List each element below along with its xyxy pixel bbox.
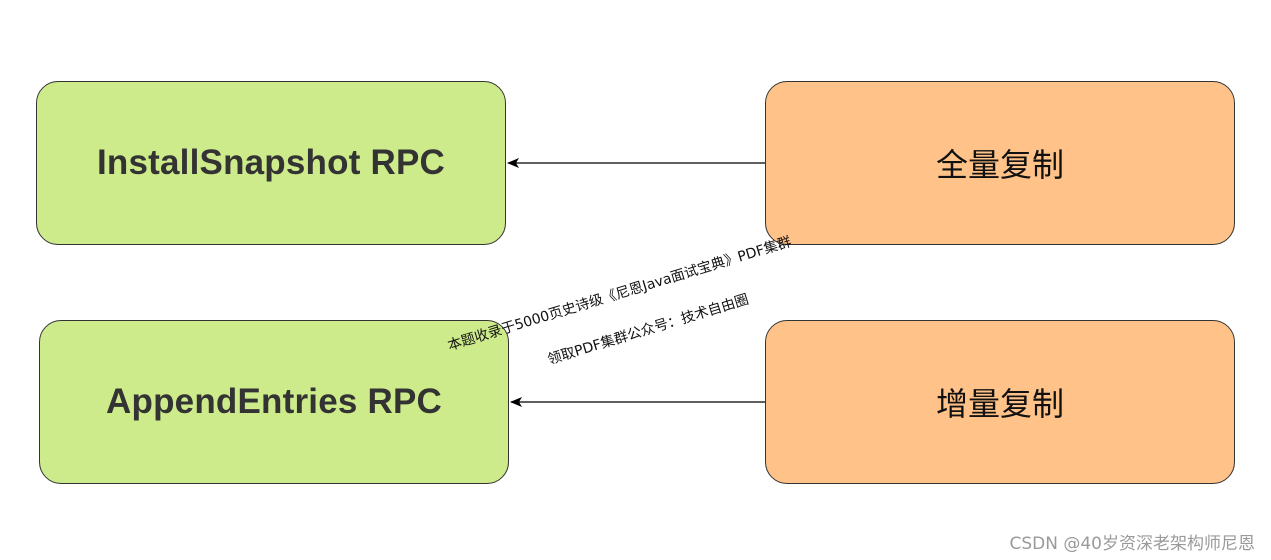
full-copy-label: 全量复制 — [935, 146, 1064, 184]
install-snapshot-rpc-node: InstallSnapshot RPC — [36, 81, 506, 245]
full-copy-node: 全量复制 — [765, 81, 1235, 245]
csdn-credit: CSDN @40岁资深老架构师尼恩 — [1009, 534, 1255, 554]
install-snapshot-rpc-label: InstallSnapshot RPC — [96, 143, 445, 182]
append-entries-rpc-label: AppendEntries RPC — [106, 382, 442, 421]
append-entries-rpc-node: AppendEntries RPC — [39, 320, 509, 484]
incremental-copy-node: 增量复制 — [765, 320, 1235, 484]
incremental-copy-label: 增量复制 — [935, 385, 1064, 423]
